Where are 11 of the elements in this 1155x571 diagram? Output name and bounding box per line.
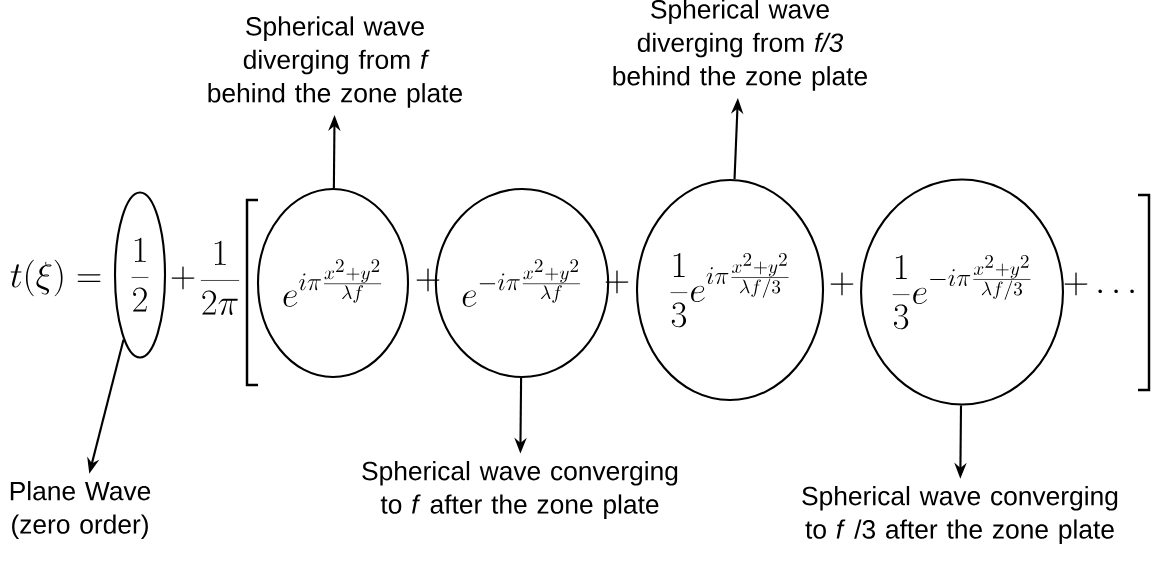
formula-term: $\frac{1}{2\pi}$ <box>200 240 240 315</box>
circled-term: $\frac{1}{3}e^{-i\pi\frac{x^2+y^2}{\lambda f/3}}$ <box>860 178 1064 406</box>
circled-term: $e^{i\pi\frac{x^2+y^2}{\lambda f}}$ <box>256 187 410 379</box>
annotation-text: Plane Wave (zero order) <box>10 481 151 539</box>
annotation-text: Spherical wave diverging from f/3 behind the zone plate <box>613 0 867 91</box>
annotation-text: Spherical wave diverging from f behind the zone plate <box>208 16 462 108</box>
annotation-text: Spherical wave converging to f after the zone plate <box>362 461 678 519</box>
formula-term: $+$ <box>830 272 854 296</box>
annotation-text: Spherical wave converging to f /3 after the zone plate <box>802 486 1118 544</box>
circled-term: $\frac{1}{3}e^{i\pi\frac{x^2+y^2}{\lambda f/3}}$ <box>635 178 825 402</box>
circled-term: $\frac{1}{2}$ <box>113 191 167 359</box>
